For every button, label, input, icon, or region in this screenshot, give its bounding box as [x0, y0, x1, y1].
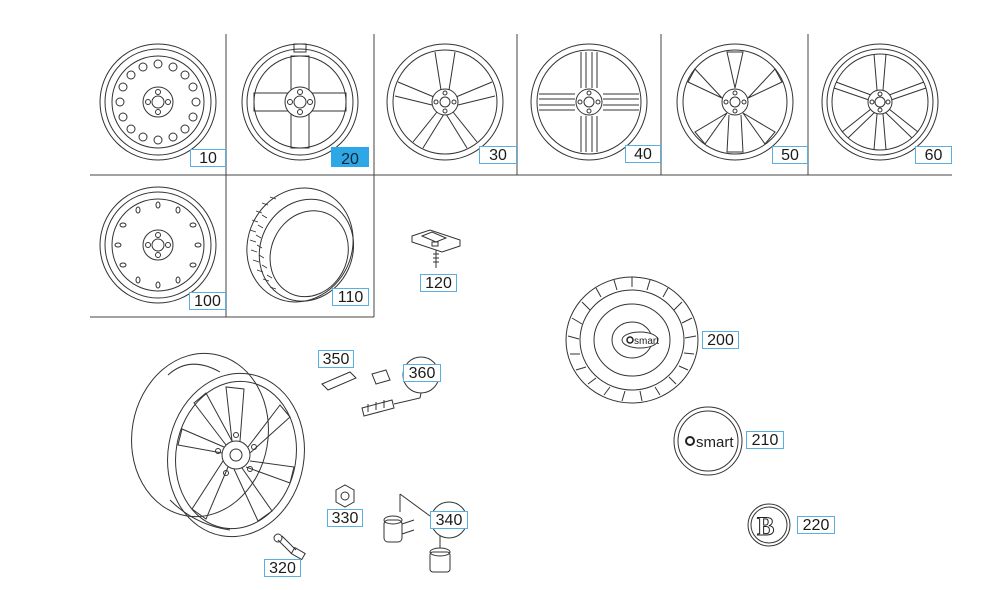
alloy-wheel-50[interactable] [676, 43, 794, 161]
spare-wheel-200[interactable] [565, 276, 699, 404]
callout-340[interactable]: 340 [430, 511, 468, 529]
lock-bolt-340[interactable] [383, 493, 468, 573]
valve-320[interactable] [273, 533, 306, 561]
callout-200[interactable]: 200 [702, 331, 739, 349]
callout-320[interactable]: 320 [264, 559, 301, 577]
callout-350[interactable]: 350 [318, 350, 354, 368]
smart-logo-small-text: smart [634, 336, 659, 347]
callout-40[interactable]: 40 [625, 145, 661, 163]
brabus-cap-220[interactable] [747, 503, 791, 547]
callout-330[interactable]: 330 [327, 509, 363, 527]
grid-lines [90, 34, 952, 318]
steel-wheel-100[interactable] [99, 186, 217, 304]
callout-210[interactable]: 210 [746, 431, 784, 449]
alloy-wheel-30[interactable] [386, 43, 504, 161]
callout-220[interactable]: 220 [797, 516, 835, 534]
callout-20[interactable]: 20 [331, 147, 369, 168]
alloy-wheel-20[interactable] [241, 43, 359, 161]
wheel-nut-330[interactable] [335, 484, 355, 508]
callout-30[interactable]: 30 [479, 146, 517, 164]
callout-10[interactable]: 10 [190, 149, 226, 167]
callout-120[interactable]: 120 [420, 274, 457, 292]
callout-50[interactable]: 50 [772, 146, 808, 164]
tyre-110[interactable] [228, 170, 371, 319]
alloy-wheel-assembly[interactable] [119, 342, 317, 547]
balance-weight-350[interactable] [321, 371, 357, 391]
hub-cap-210[interactable] [673, 406, 743, 476]
smart-logo-large-text: smart [696, 434, 734, 451]
callout-360[interactable]: 360 [403, 364, 441, 382]
alloy-wheel-40[interactable] [530, 43, 648, 161]
smart-logo-large: smart [685, 434, 734, 451]
callout-60[interactable]: 60 [915, 146, 952, 164]
steel-wheel-10[interactable] [99, 43, 217, 161]
callout-110[interactable]: 110 [332, 288, 369, 306]
smart-logo-small: smart [621, 331, 659, 349]
bracket-120[interactable] [411, 229, 461, 268]
brabus-logo: B [757, 512, 774, 541]
alloy-wheel-60[interactable] [821, 43, 939, 161]
callout-100[interactable]: 100 [189, 292, 226, 310]
